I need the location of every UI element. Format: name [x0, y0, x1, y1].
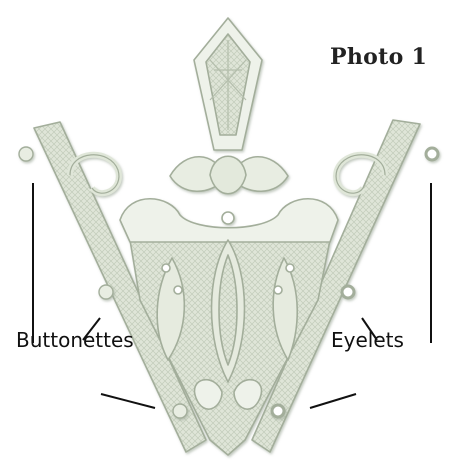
eyelets-label: Eyelets: [331, 328, 404, 352]
buttonettes-label: Buttonettes: [16, 328, 134, 352]
center-leaf-middle: [210, 156, 246, 194]
photo-title: Photo 1: [330, 44, 427, 70]
